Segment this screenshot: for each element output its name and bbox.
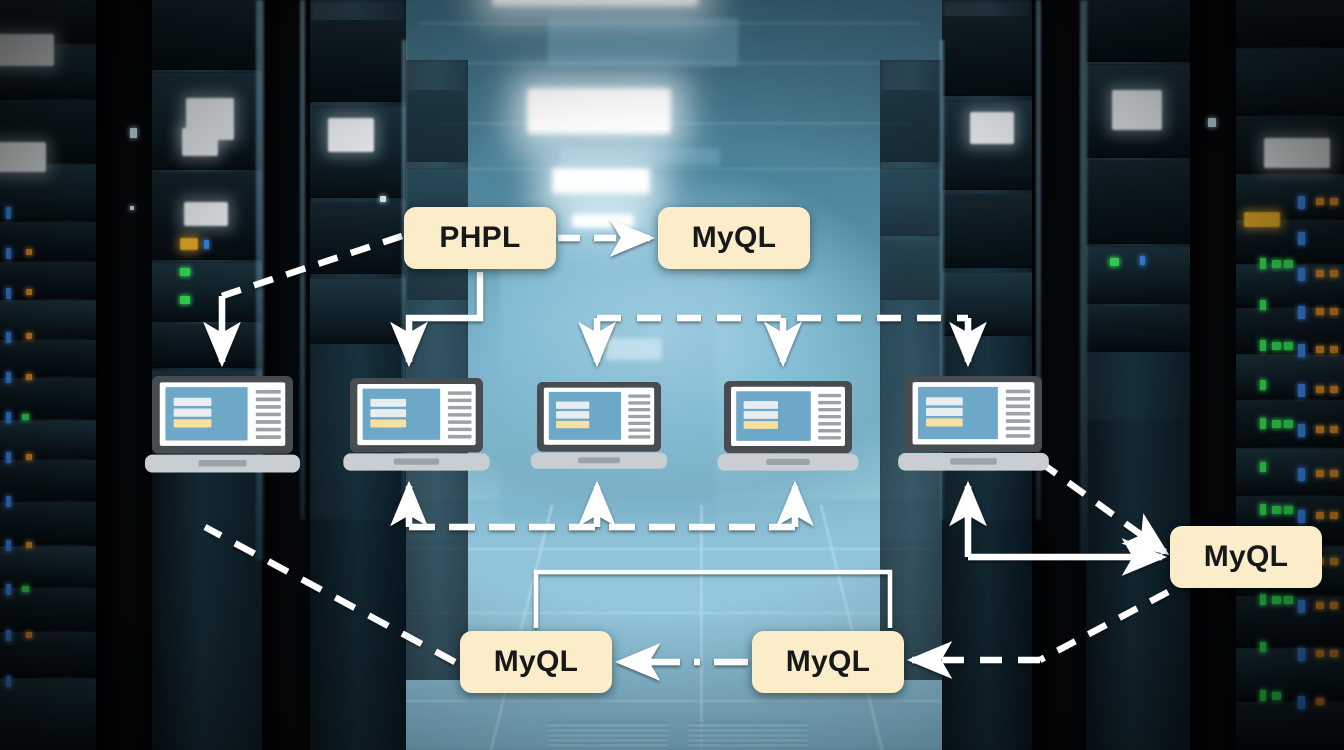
laptop-5[interactable] [898, 376, 1049, 471]
connector-myql-right-to-bottom-right [1038, 589, 1170, 663]
laptop-panel-row-highlight [743, 421, 778, 429]
laptop-trackpad [198, 459, 247, 467]
laptop-list-bar [1005, 426, 1031, 431]
laptop-panel-row [926, 407, 963, 416]
laptop-list-bar [255, 427, 281, 432]
laptop-list-bar [628, 408, 651, 412]
laptop-list-bar [447, 413, 472, 417]
laptop-list-bar [447, 434, 472, 439]
node-phpl-top[interactable]: PHPL [404, 207, 556, 269]
laptop-panel-row [556, 401, 590, 409]
laptop-icon-layer [144, 376, 1049, 473]
laptop-panel-row [556, 411, 590, 419]
laptop-list-bar [255, 389, 281, 394]
laptop-list-bar [255, 435, 281, 439]
laptop-list-bar [628, 394, 651, 398]
node-label: MyQL [785, 645, 871, 678]
laptop-panel-row [173, 408, 212, 417]
laptop-panel-row-highlight [173, 419, 212, 428]
laptop-panel-row-highlight [926, 418, 963, 427]
connector-laptop5-to-myql-right [1038, 459, 1170, 556]
laptop-list-bar [628, 435, 651, 439]
laptop-trackpad [950, 458, 997, 465]
node-label: MyQL [691, 221, 777, 254]
laptop-trackpad [766, 458, 810, 465]
laptop-panel-row [926, 397, 963, 406]
node-label: MyQL [1203, 540, 1289, 573]
laptop-4[interactable] [717, 381, 859, 471]
laptop-list-bar [818, 422, 841, 426]
node-label: PHPL [439, 221, 521, 254]
node-myql-right[interactable]: MyQL [1170, 526, 1322, 588]
laptop-list-bar [628, 421, 651, 425]
node-myql-bottom-left[interactable]: MyQL [460, 631, 612, 693]
node-label: MyQL [493, 645, 579, 678]
laptop-2[interactable] [343, 378, 490, 471]
laptop-list-bar [1005, 397, 1031, 401]
laptop-list-bar [447, 391, 472, 395]
laptop-list-bar [818, 400, 841, 405]
laptop-list-bar [1005, 389, 1031, 394]
laptop-panel-row-highlight [556, 420, 590, 429]
laptop-panel-row [370, 398, 407, 407]
laptop-list-bar [447, 398, 472, 403]
laptop-list-bar [1005, 411, 1031, 416]
laptop-list-bar [628, 401, 651, 405]
node-myql-top-right[interactable]: MyQL [658, 207, 810, 269]
laptop-list-bar [255, 420, 281, 424]
laptop-1[interactable] [144, 376, 301, 473]
node-myql-bottom-right[interactable]: MyQL [752, 631, 904, 693]
connector-bottom-left-myql-to-bus [203, 524, 457, 665]
laptop-panel-row [370, 409, 407, 418]
laptop-list-bar [818, 436, 841, 440]
laptop-list-bar [818, 407, 841, 412]
laptop-list-bar [255, 405, 281, 409]
laptop-trackpad [393, 458, 440, 465]
laptop-list-bar [255, 397, 281, 402]
laptop-panel-row [743, 401, 778, 409]
laptop-list-bar [818, 429, 841, 433]
laptop-list-bar [818, 414, 841, 419]
laptop-list-bar [1005, 404, 1031, 409]
laptop-list-bar [447, 420, 472, 424]
laptop-list-bar [628, 414, 651, 419]
connector-phpl-to-laptop2 [390, 272, 484, 368]
laptop-panel-row-highlight [370, 419, 407, 428]
laptop-list-bar [255, 412, 281, 417]
laptop-list-bar [818, 393, 841, 398]
laptop-panel-row [743, 411, 778, 419]
laptop-3[interactable] [530, 382, 668, 469]
laptop-list-bar [1005, 419, 1031, 423]
laptop-panel-row [173, 397, 212, 407]
laptop-trackpad [577, 457, 621, 464]
laptop-list-bar [447, 427, 472, 432]
laptop-list-bar [447, 405, 472, 410]
laptop-list-bar [628, 428, 651, 432]
laptop-list-bar [1005, 434, 1031, 438]
connector-bottom-bracket [533, 569, 893, 628]
